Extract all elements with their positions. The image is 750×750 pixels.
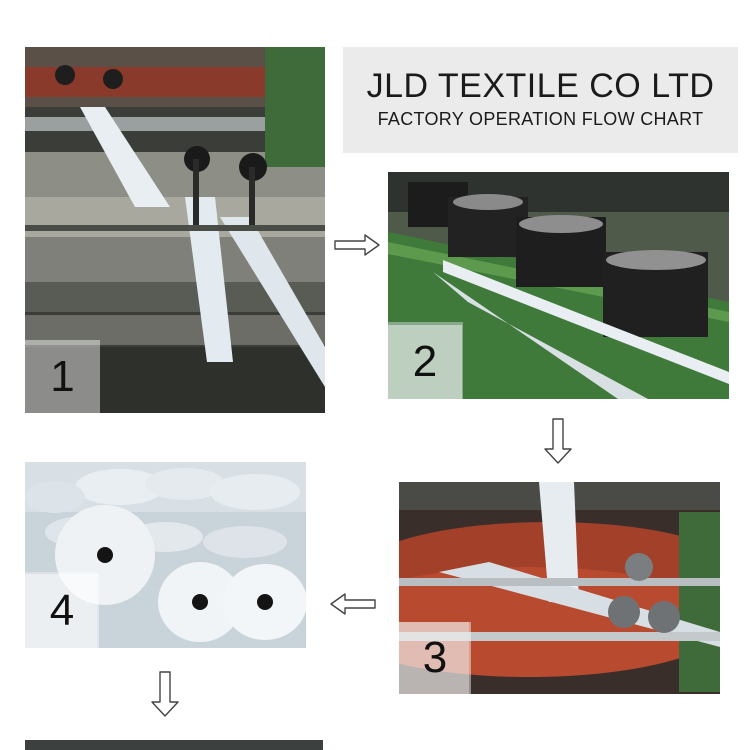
step-4-photo: 4 (25, 462, 306, 648)
step-3-photo: 3 (399, 482, 720, 694)
title-panel: JLD TEXTILE CO LTD FACTORY OPERATION FLO… (343, 47, 738, 153)
step-4-number: 4 (25, 574, 99, 648)
step-2-number: 2 (388, 325, 462, 399)
company-name: JLD TEXTILE CO LTD (366, 67, 715, 105)
arrow-down-icon (150, 670, 180, 718)
arrow-right-icon (333, 233, 381, 257)
step-3-number: 3 (399, 622, 471, 694)
arrow-left-icon (329, 592, 377, 616)
step-1-number: 1 (25, 340, 100, 413)
arrow-down-icon (543, 417, 573, 465)
step-2-photo: 2 (388, 172, 729, 399)
step-1-photo: 1 (25, 47, 325, 413)
flow-chart-subtitle: FACTORY OPERATION FLOW CHART (377, 109, 704, 129)
step-5-photo-partial (25, 740, 323, 750)
